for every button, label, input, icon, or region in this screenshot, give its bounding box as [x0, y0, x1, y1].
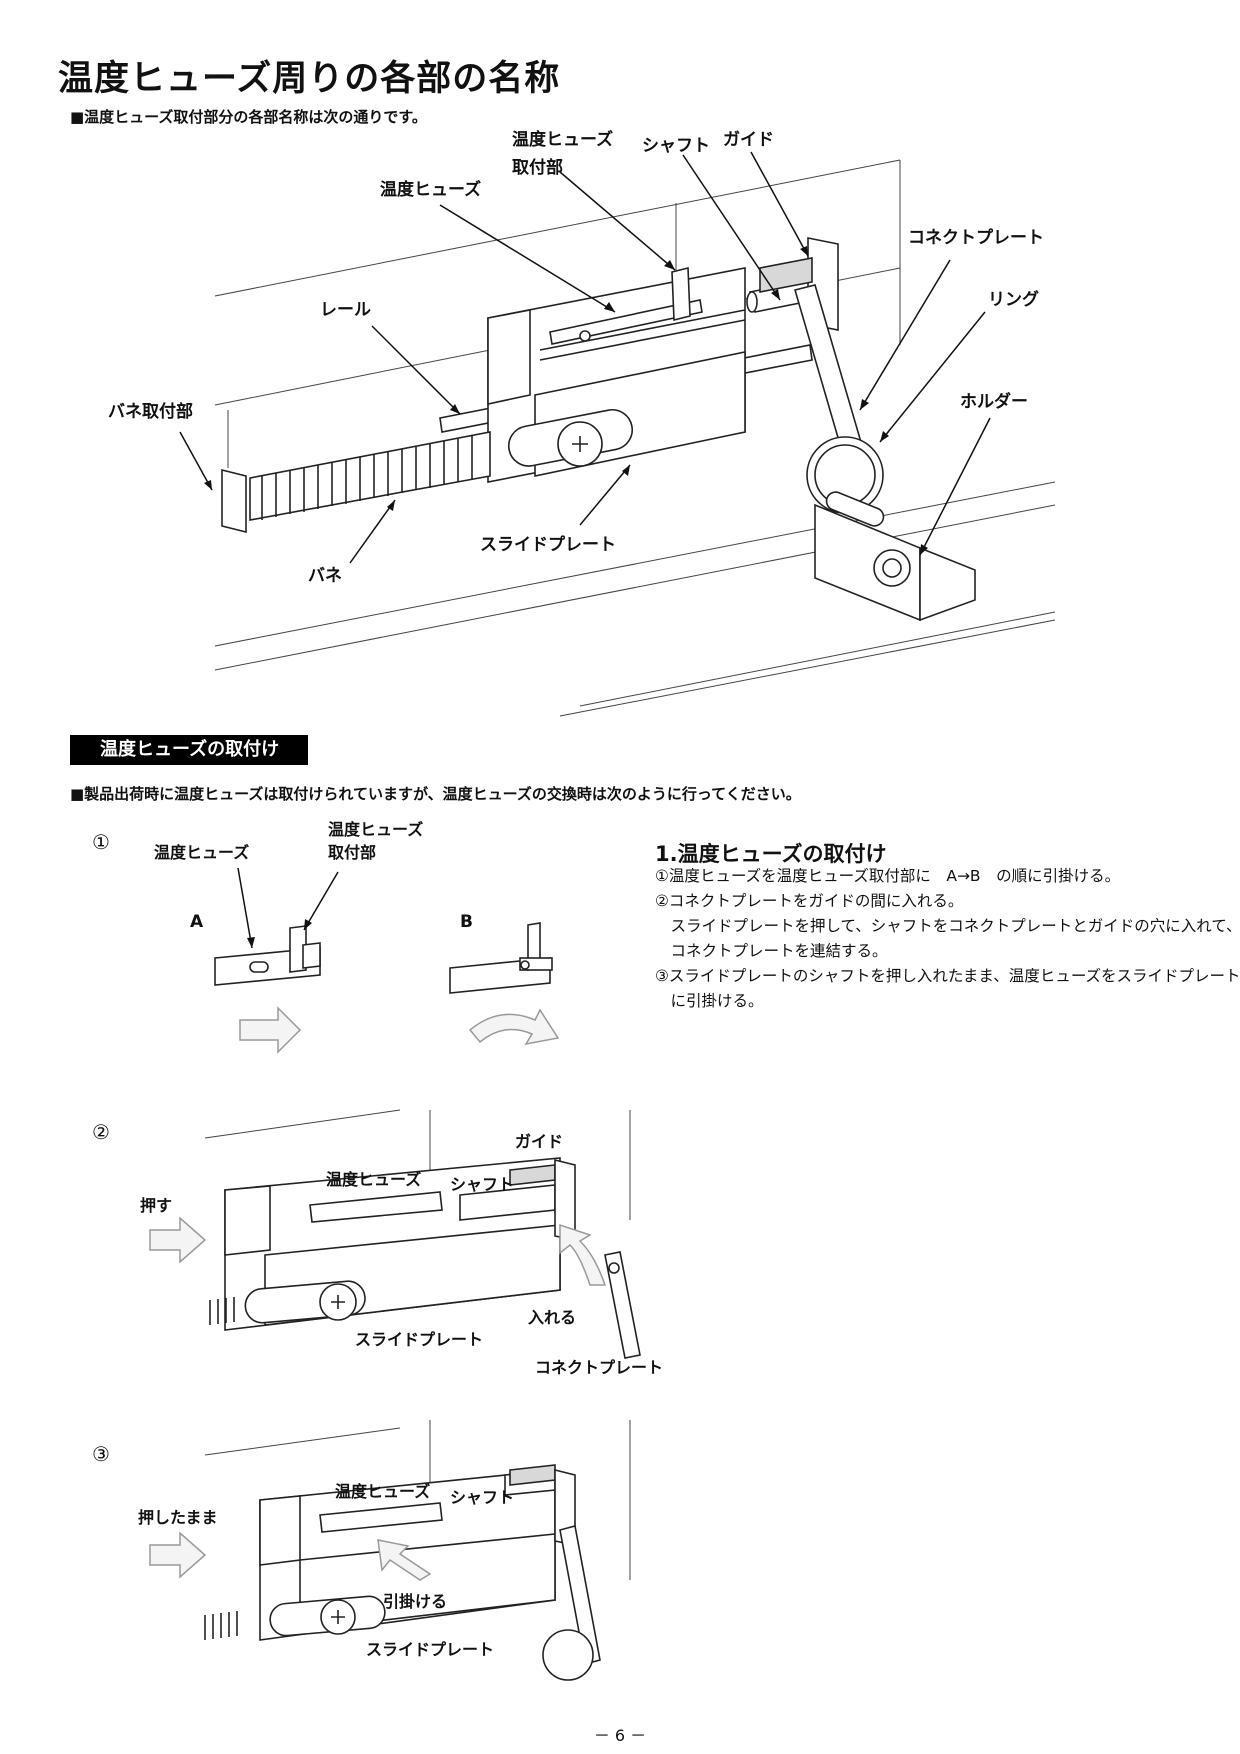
instructions-title: 1.温度ヒューズの取付け: [655, 842, 887, 866]
label-fuse-mount-1: 温度ヒューズ: [512, 130, 614, 150]
step2-label-slide-plate: スライドプレート: [355, 1330, 484, 1349]
section-heading: 温度ヒューズの取付け: [70, 735, 308, 765]
page-number: － 6 －: [593, 1726, 647, 1745]
page-title: 温度ヒューズ周りの各部の名称: [58, 59, 561, 99]
step2-label-insert: 入れる: [528, 1308, 577, 1327]
step3-label-hook: 引掛ける: [383, 1592, 448, 1611]
step2-label-connect-plate: コネクトプレート: [535, 1358, 664, 1377]
step3-label-fuse: 温度ヒューズ: [335, 1482, 431, 1501]
step3-label-slide-plate: スライドプレート: [366, 1640, 495, 1659]
label-ring: リング: [988, 290, 1039, 310]
step3-label-hold-push: 押したまま: [138, 1508, 218, 1527]
label-slide-plate: スライドプレート: [480, 535, 616, 555]
step1-label-a: A: [190, 912, 204, 932]
instruction-line: ③スライドプレートのシャフトを押し入れたまま、温度ヒューズをスライドプレート: [655, 967, 1240, 985]
label-holder: ホルダー: [960, 392, 1028, 412]
label-guide: ガイド: [723, 130, 774, 150]
step2-number: ②: [92, 1120, 110, 1144]
step2-label-fuse: 温度ヒューズ: [326, 1170, 422, 1189]
leader-arrows: [179, 151, 991, 564]
step2-label-guide: ガイド: [515, 1132, 564, 1151]
label-spring-mount: バネ取付部: [108, 402, 193, 422]
instruction-line: スライドプレートを押して、シャフトをコネクトプレートとガイドの穴に入れて、: [655, 917, 1240, 935]
label-rail: レール: [320, 300, 371, 320]
label-fuse-mount-2: 取付部: [512, 158, 563, 178]
step3-label-shaft: シャフト: [450, 1488, 515, 1507]
spring-coils: [249, 431, 491, 521]
label-spring: バネ: [308, 566, 342, 586]
instruction-line: ②コネクトプレートをガイドの間に入れる。: [655, 892, 964, 910]
label-connect-plate: コネクトプレート: [908, 228, 1044, 248]
step1-label-mount-2: 取付部: [328, 843, 377, 862]
step2-label-shaft: シャフト: [450, 1175, 515, 1194]
section-note: ■製品出荷時に温度ヒューズは取付けられていますが、温度ヒューズの交換時は次のよう…: [70, 785, 801, 803]
instruction-line: ①温度ヒューズを温度ヒューズ取付部に A→B の順に引掛ける。: [655, 867, 1121, 885]
instruction-line: コネクトプレートを連結する。: [655, 942, 888, 960]
step2-label-push: 押す: [140, 1196, 173, 1215]
step1-number: ①: [92, 830, 110, 854]
step1-label-mount-1: 温度ヒューズ: [328, 820, 424, 839]
intro-text: ■温度ヒューズ取付部分の各部名称は次の通りです。: [70, 108, 427, 126]
label-fuse: 温度ヒューズ: [380, 180, 482, 200]
step3-number: ③: [92, 1442, 110, 1466]
step1-label-fuse: 温度ヒューズ: [154, 843, 250, 862]
label-shaft: シャフト: [642, 136, 710, 156]
instruction-line: に引掛ける。: [655, 992, 764, 1010]
step1-label-b: B: [460, 912, 473, 932]
